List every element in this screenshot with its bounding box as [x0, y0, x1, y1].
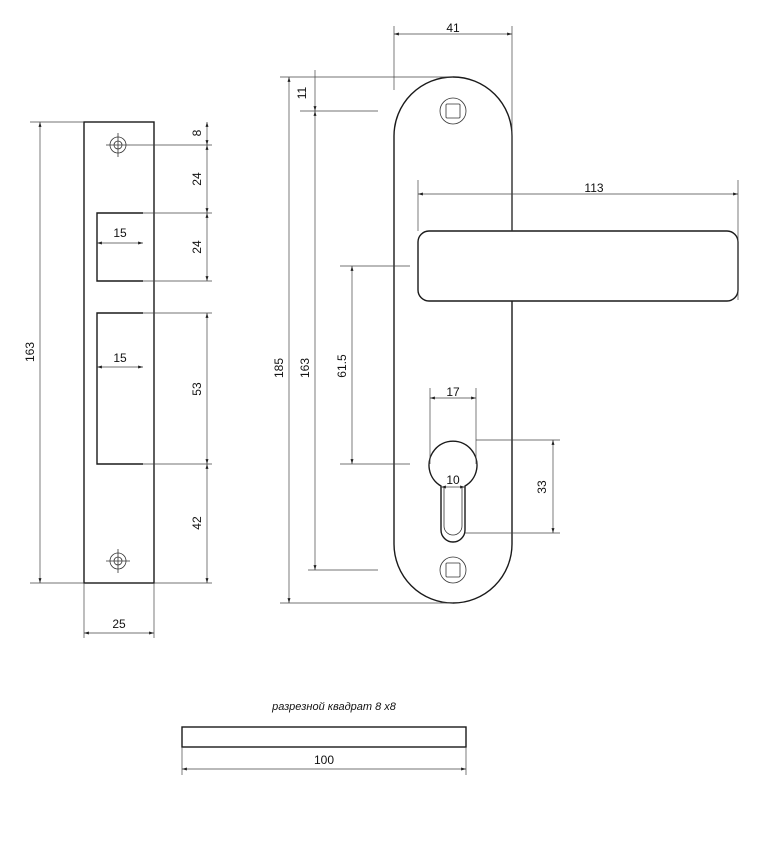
screw-hole-bottom-icon [106, 549, 130, 573]
escutcheon-screw-spacing-label: 163 [298, 358, 312, 378]
keyhole-slot [443, 488, 463, 536]
keyhole-width-label: 17 [446, 385, 460, 399]
strike-top-offset-label: 8 [190, 129, 204, 136]
strike-window-upper [96, 212, 143, 282]
keyhole-outline [428, 440, 478, 543]
spindle-bar [181, 726, 467, 748]
strike-height-label: 163 [23, 342, 37, 362]
spindle-length-label: 100 [314, 753, 334, 767]
escutcheon-width-label: 41 [446, 21, 460, 35]
spindle-caption: разрезной квадрат 8 х8 [271, 701, 397, 713]
strike-width-label: 25 [112, 617, 126, 631]
spindle: разрезной квадрат 8 х8 100 [181, 701, 467, 775]
strike-window-upper-height-label: 24 [190, 240, 204, 254]
escutcheon: 41 11 185 163 61.5 113 17 10 33 [272, 21, 739, 604]
screw-hole-lower-icon [439, 556, 467, 584]
escutcheon-outline [393, 76, 513, 604]
lever-length-label: 113 [584, 181, 603, 195]
strike-window-lower [96, 312, 143, 465]
strike-window-lower-width-label: 15 [113, 351, 127, 365]
strike-gap-upper-label: 24 [190, 172, 204, 186]
escutcheon-top-offset-label: 11 [295, 86, 309, 99]
strike-window-upper-width-label: 15 [113, 226, 127, 240]
screw-hole-top-icon [106, 133, 130, 157]
screw-hole-upper-icon [439, 97, 467, 125]
strike-bottom-offset-label: 42 [190, 516, 204, 530]
escutcheon-overall-height-label: 185 [272, 358, 286, 378]
strike-plate: 163 8 24 24 53 42 15 15 25 [23, 121, 212, 638]
strike-plate-outline [83, 121, 155, 584]
lever-to-key-distance-label: 61.5 [335, 354, 349, 378]
keyhole-slot-label: 10 [446, 473, 460, 487]
keyhole-height-label: 33 [535, 480, 549, 494]
lever-handle [417, 230, 739, 302]
strike-window-lower-height-label: 53 [190, 382, 204, 396]
